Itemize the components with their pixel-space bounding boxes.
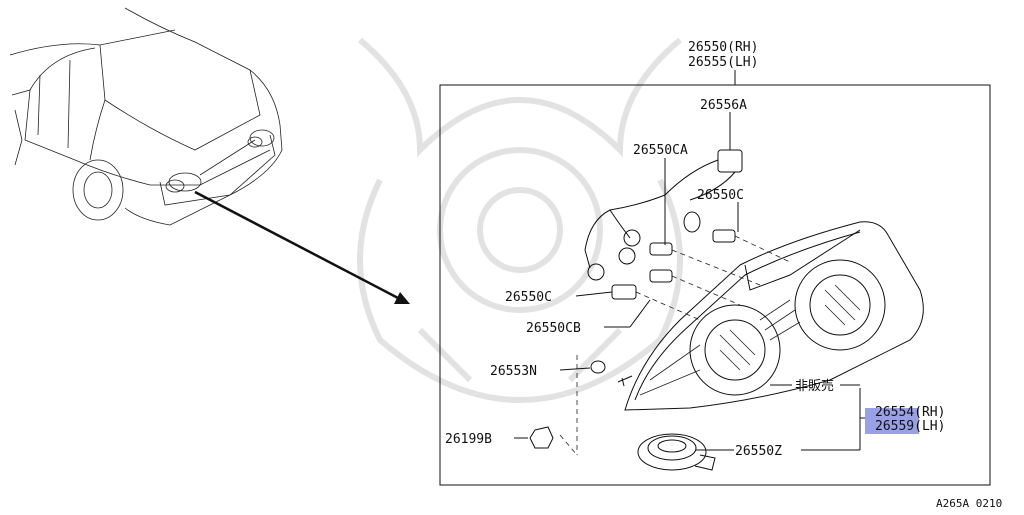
car-illustration bbox=[9, 7, 283, 226]
assembly-label-rh: 26550(RH) bbox=[688, 40, 758, 55]
not-for-sale-label: 非販売 bbox=[795, 378, 834, 394]
leader-lines bbox=[514, 112, 870, 451]
part-label-26553N: 26553N bbox=[490, 364, 537, 379]
assembly-label-lh: 26555(LH) bbox=[688, 55, 758, 70]
diagram-frame bbox=[439, 84, 991, 486]
highlight-box bbox=[865, 408, 919, 434]
part-label-26556A: 26556A bbox=[700, 98, 747, 113]
part-label-26550C-upper: 26550C bbox=[697, 188, 744, 203]
nut-26199B bbox=[529, 426, 554, 449]
diagram-code: A265A 0210 bbox=[936, 497, 1002, 510]
part-label-26550CB: 26550CB bbox=[526, 321, 581, 336]
wiring-harness bbox=[584, 149, 791, 321]
side-part-label-rh: 26554(RH) bbox=[875, 405, 945, 420]
part-label-26550C-lower: 26550C bbox=[505, 290, 552, 305]
part-label-26199B: 26199B bbox=[445, 432, 492, 447]
watermark-logo bbox=[357, 37, 683, 404]
part-label-26550CA: 26550CA bbox=[633, 143, 688, 158]
grommet-26553N bbox=[590, 360, 606, 374]
tail-lamp-assembly bbox=[624, 221, 924, 411]
packing-26550Z bbox=[637, 433, 716, 471]
side-part-label-lh: 26559(LH) bbox=[875, 419, 945, 434]
pointer-arrow bbox=[194, 190, 410, 304]
part-label-26550Z: 26550Z bbox=[735, 444, 782, 459]
screw bbox=[617, 375, 633, 387]
